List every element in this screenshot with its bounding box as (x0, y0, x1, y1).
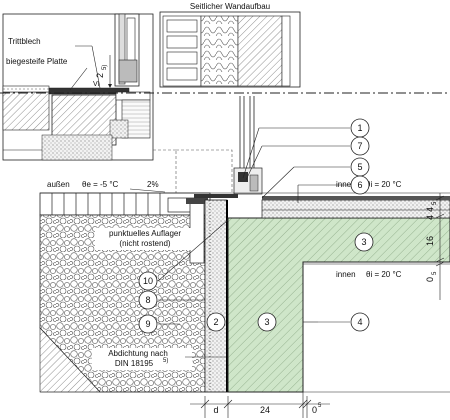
seal-note-footnote: 5) (163, 358, 168, 364)
interior-label-bottom: innen (336, 270, 356, 279)
dim-bottom-5-sup: 5 (318, 403, 322, 409)
dim-bottom-24: 24 (260, 405, 270, 415)
callout-5-label: 5 (357, 162, 362, 172)
callout-2 (206, 312, 226, 332)
inset-detail (2, 13, 154, 161)
callout-6-label: 6 (357, 180, 362, 190)
window-frame (233, 96, 263, 195)
wall-section-detail (159, 11, 301, 88)
callout-8 (138, 290, 158, 310)
callout-10 (138, 271, 158, 291)
dim-right-5-sup: 5 (432, 201, 438, 205)
dim-right-0: 0 (425, 277, 435, 282)
callout-3-slab-label: 3 (361, 237, 366, 247)
callout-8-label: 8 (145, 295, 150, 305)
interior-temperature-top: θi = 20 °C (366, 180, 402, 189)
callout-7 (350, 136, 370, 156)
slope-label: 2% (147, 180, 159, 189)
callout-9 (138, 314, 158, 334)
callout-4-label: 4 (357, 317, 362, 327)
exterior-label: außen (47, 180, 70, 189)
callout-3-slab (354, 232, 374, 252)
label-min2: 2 (95, 73, 105, 78)
dim-right-5b-sup: 5 (432, 271, 438, 275)
label-platte: biegesteife Platte (6, 57, 68, 66)
seal-note-line2: DIN 18195 (115, 359, 154, 368)
dim-right-4-b: 4 (425, 215, 435, 220)
floor-screed (261, 199, 450, 219)
callout-9-label: 9 (145, 319, 150, 329)
perimeter-insulation (204, 199, 228, 393)
support-note-line1: punktuelles Auflager (109, 229, 181, 238)
callout-4 (350, 312, 370, 332)
dim-bottom-0: 0 (312, 405, 317, 415)
label-vi: VI (93, 81, 100, 88)
detail-reference-box (175, 149, 233, 197)
exterior-temperature: θe = -5 °C (82, 180, 119, 189)
callout-3-wall (257, 312, 277, 332)
label-note5: 5) (102, 65, 108, 70)
dim-right-16: 16 (425, 236, 435, 246)
bottom-dimension-chain (190, 396, 330, 418)
label-trittblech: Trittblech (8, 37, 41, 46)
interior-temperature-bottom: θi = 20 °C (366, 270, 402, 279)
callout-7-label: 7 (357, 141, 362, 151)
support-note-line2: (nicht rostend) (119, 239, 170, 248)
detail-title: Seitlicher Wandaufbau (190, 2, 270, 11)
callout-leaders (157, 127, 350, 325)
interior-label-top: innen (336, 180, 356, 189)
callout-1-label: 1 (357, 123, 362, 133)
callout-10-label: 10 (143, 276, 153, 286)
dim-bottom-d: d (213, 405, 218, 415)
callout-2-label: 2 (213, 317, 218, 327)
callout-6 (350, 175, 370, 195)
concrete-wall-and-slab (227, 217, 450, 393)
callout-3-wall-label: 3 (264, 317, 269, 327)
dim-right-4-a: 4 (425, 207, 435, 212)
right-dimension-chain (435, 193, 445, 300)
seal-note-line1: Abdichtung nach (108, 349, 168, 358)
